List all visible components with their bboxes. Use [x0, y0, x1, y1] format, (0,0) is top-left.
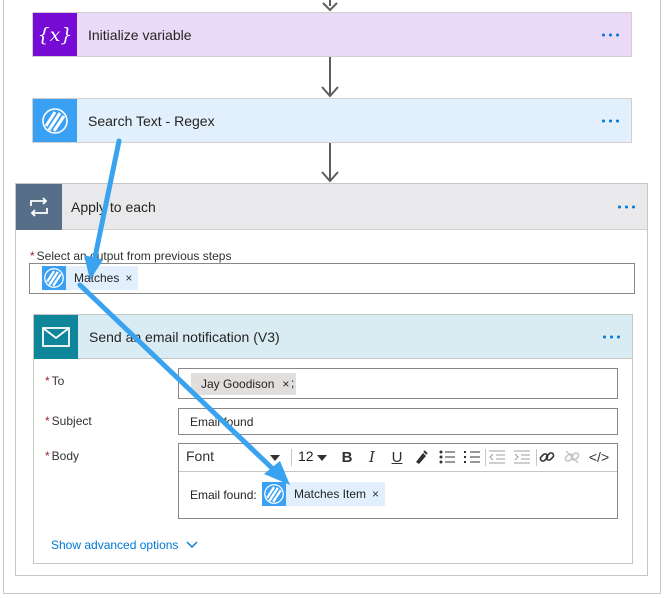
subject-label: *Subject	[45, 414, 92, 428]
connector-arrow	[320, 0, 340, 12]
to-label: *To	[45, 374, 65, 388]
remove-recipient-icon[interactable]: ×	[282, 377, 290, 391]
formatting-toolbar: Font 12 B I U	[179, 444, 617, 472]
regex-stripes-icon	[42, 266, 66, 290]
matches-item-token[interactable]: Matches Item ×	[262, 482, 386, 506]
font-size-select[interactable]: 12	[298, 448, 314, 464]
regex-stripes-icon	[33, 99, 77, 142]
chevron-down-icon[interactable]	[317, 455, 327, 461]
highlight-icon[interactable]	[410, 446, 432, 468]
subject-input[interactable]: Email found	[178, 408, 618, 435]
apply-to-each-header[interactable]: Apply to each	[16, 183, 647, 230]
decrease-indent-icon[interactable]	[486, 446, 508, 468]
unlink-icon[interactable]	[561, 446, 583, 468]
step-title: Search Text - Regex	[88, 112, 215, 129]
chevron-down-icon[interactable]	[270, 455, 280, 461]
variable-icon: {x}	[33, 13, 77, 56]
remove-token-icon[interactable]: ×	[372, 487, 380, 501]
link-icon[interactable]	[536, 446, 558, 468]
remove-token-icon[interactable]: ×	[125, 271, 133, 285]
more-options-icon[interactable]	[600, 27, 621, 42]
underline-button[interactable]: U	[391, 448, 403, 466]
more-options-icon[interactable]	[601, 329, 622, 344]
increase-indent-icon[interactable]	[511, 446, 533, 468]
body-editor[interactable]: Font 12 B I U	[178, 443, 618, 519]
body-text: Email found:	[190, 488, 257, 502]
code-view-button[interactable]: </>	[588, 449, 610, 465]
loop-icon	[16, 183, 62, 230]
more-options-icon[interactable]	[616, 199, 637, 214]
chevron-down-icon	[186, 541, 198, 548]
to-input[interactable]: Jay Goodison × ;	[178, 368, 618, 399]
step-title: Initialize variable	[88, 26, 192, 43]
regex-stripes-icon	[262, 482, 286, 506]
recipient-separator: ;	[291, 376, 295, 390]
numbered-list-icon[interactable]	[461, 446, 483, 468]
select-output-input[interactable]: Matches ×	[29, 263, 635, 294]
apply-to-each-container: Apply to each *Select an output from pre…	[15, 183, 648, 576]
more-options-icon[interactable]	[600, 113, 621, 128]
show-advanced-options-link[interactable]: Show advanced options	[51, 538, 198, 552]
send-email-step: Send an email notification (V3) *To Jay …	[33, 314, 633, 564]
bulleted-list-icon[interactable]	[436, 446, 458, 468]
recipient-chip[interactable]: Jay Goodison ×	[191, 373, 297, 395]
body-label: *Body	[45, 449, 80, 463]
step-title: Send an email notification (V3)	[89, 328, 280, 345]
initialize-variable-step[interactable]: {x} Initialize variable	[32, 12, 632, 57]
envelope-icon	[34, 314, 78, 359]
connector-arrow	[320, 57, 340, 98]
select-output-label: *Select an output from previous steps	[30, 249, 232, 263]
step-title: Apply to each	[71, 198, 156, 215]
italic-button[interactable]: I	[369, 448, 375, 466]
connector-arrow	[320, 143, 340, 183]
flow-canvas: {x} Initialize variable Search Text - Re…	[3, 0, 661, 594]
bold-button[interactable]: B	[341, 448, 353, 466]
font-select[interactable]: Font	[186, 448, 215, 464]
matches-token[interactable]: Matches ×	[42, 266, 139, 290]
send-email-header[interactable]: Send an email notification (V3)	[34, 314, 632, 359]
search-text-regex-step[interactable]: Search Text - Regex	[32, 98, 632, 143]
